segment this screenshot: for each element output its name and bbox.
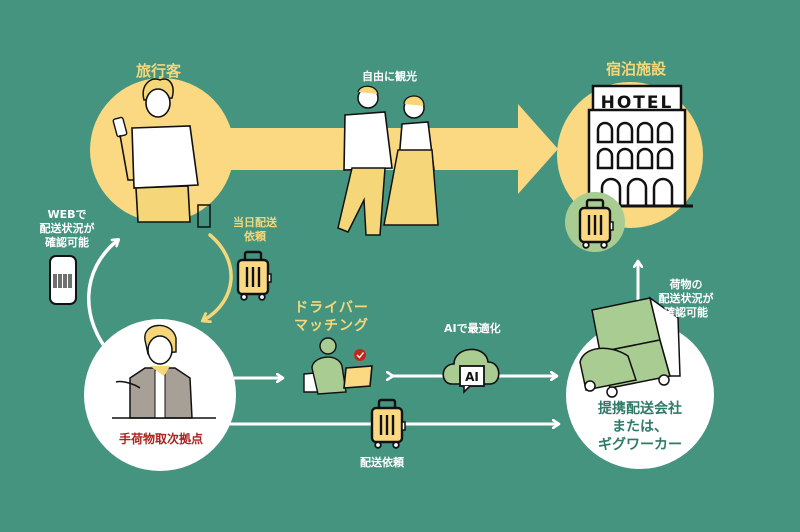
- delivery-company-line3: ギグワーカー: [598, 437, 682, 454]
- driver-matching-label: ドライバー マッチング: [294, 300, 369, 335]
- same-day-request-arrow: [204, 233, 233, 320]
- hotel-window: [596, 147, 614, 170]
- hotel-door-arch: [652, 177, 674, 206]
- hotel-building-icon: [583, 84, 693, 208]
- hotel-window: [656, 121, 674, 144]
- hotel-window: [636, 147, 654, 170]
- same-day-note: 当日配送 依頼: [226, 216, 284, 244]
- delivery-company-node: [566, 296, 714, 469]
- walking-couple-icon: [337, 85, 439, 236]
- delivery-company-line2: または、: [612, 419, 668, 436]
- delivery-company-line1: 提携配送会社: [598, 401, 682, 417]
- baggage-point-label: 手荷物取次拠点: [118, 432, 203, 446]
- cargo-status-line2: 配送状況が: [658, 291, 714, 305]
- delivery-request-label: 配送依頼: [360, 456, 404, 469]
- hotel-node: HOTEL: [557, 82, 703, 252]
- hotel-sign: HOTEL: [601, 93, 674, 113]
- hotel-window: [636, 121, 654, 144]
- same-day-line2: 依頼: [244, 229, 266, 243]
- ai-optimize-label: AIで最適化: [444, 322, 501, 335]
- hotel-window: [656, 147, 674, 170]
- truck-and-car-icon: [579, 296, 681, 398]
- phone-barcode-icon: [49, 255, 77, 305]
- baggage-point-node: [84, 319, 236, 471]
- staff-person-icon: [112, 324, 216, 419]
- same-day-suitcase-icon: [236, 250, 273, 301]
- web-status-note: WEBで 配送状況が 確認可能: [30, 208, 104, 249]
- web-status-line2: 配送状況が: [39, 221, 95, 235]
- traveler-label: 旅行客: [136, 62, 182, 80]
- cargo-status-line3: 確認可能: [664, 305, 708, 319]
- driver-matching-line1: ドライバー: [294, 300, 369, 316]
- driver-laptop-icon: [303, 337, 373, 395]
- traveler-node: [90, 78, 234, 228]
- web-status-arrow: [86, 240, 118, 358]
- same-day-line1: 当日配送: [233, 216, 277, 229]
- hotel-door-arch: [626, 177, 648, 206]
- ai-badge: AI: [465, 370, 479, 384]
- web-status-line3: 確認可能: [45, 235, 89, 249]
- hotel-window: [616, 121, 634, 144]
- delivery-company-label: 提携配送会社 または、 ギグワーカー: [585, 400, 695, 455]
- sightseeing-label: 自由に観光: [362, 70, 417, 83]
- hotel-door-arch: [600, 177, 622, 206]
- ai-cloud-icon: AI: [442, 348, 500, 394]
- cargo-status-note: 荷物の 配送状況が 確認可能: [650, 278, 722, 319]
- traveler-figure-icon: [112, 78, 211, 228]
- hotel-window: [616, 147, 634, 170]
- cargo-status-line1: 荷物の: [669, 278, 703, 291]
- web-status-line1: WEBで: [47, 208, 87, 221]
- hotel-label: 宿泊施設: [606, 60, 667, 78]
- driver-matching-line2: マッチング: [294, 317, 369, 334]
- delivery-suitcase-icon: [370, 398, 407, 449]
- hotel-window: [596, 121, 614, 144]
